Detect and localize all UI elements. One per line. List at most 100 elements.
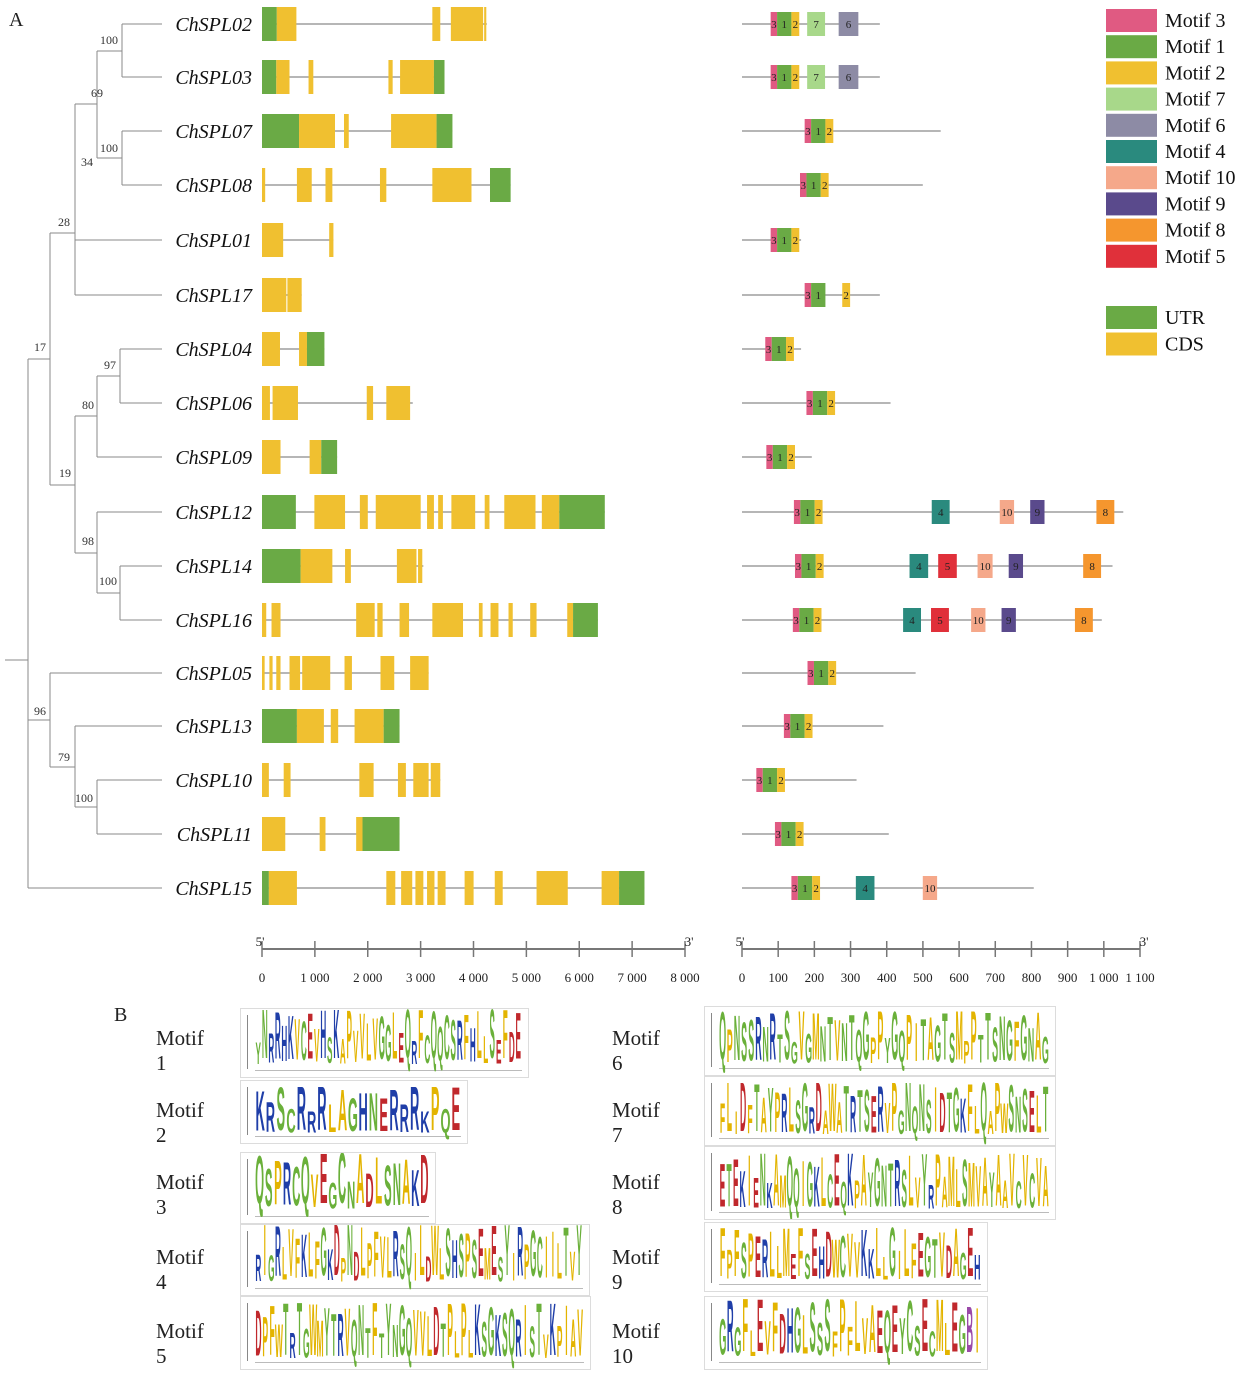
- logo-residue: E: [1028, 1076, 1035, 1146]
- motif-number: 1: [781, 72, 787, 84]
- logo-residue: P: [963, 1034, 970, 1071]
- motif-box: [828, 661, 837, 685]
- logo-residue: N: [999, 1006, 1006, 1075]
- logo-residue: I: [734, 1104, 738, 1142]
- logo-residue: T: [536, 1296, 542, 1370]
- logo-residue: Y: [899, 1309, 906, 1365]
- logo-residue: Y: [324, 1296, 330, 1370]
- logo-residue: P: [460, 1296, 467, 1370]
- logo-residue: T: [978, 1026, 984, 1072]
- logo-residue: P: [994, 1076, 1001, 1146]
- logo-residue: R: [296, 1080, 306, 1144]
- logo-residue: G: [1005, 1009, 1013, 1074]
- logo-residue: E: [967, 1222, 974, 1292]
- logo-residue: S: [450, 1010, 456, 1074]
- motif-box: [922, 876, 938, 900]
- motif-box: [820, 173, 829, 197]
- cds-block: [356, 603, 375, 637]
- logo-residue: T: [726, 1148, 732, 1220]
- logo-residue: L: [439, 1240, 445, 1291]
- logo-residue: N: [346, 1224, 353, 1293]
- logo-residue: F: [502, 1008, 508, 1075]
- logo-residue: V: [834, 1008, 841, 1074]
- legend-swatch: [1106, 244, 1157, 268]
- logo-residue: W: [274, 1313, 283, 1369]
- logo-residue: C: [1029, 1161, 1036, 1220]
- logo-residue: F: [269, 1296, 275, 1370]
- logo-residue: G: [952, 1076, 960, 1146]
- motif-number: 3: [775, 829, 781, 841]
- logo-residue: M: [484, 1240, 491, 1291]
- logo-residue: D: [779, 1304, 786, 1366]
- logo-residue: F: [1013, 1010, 1020, 1074]
- logo-residue: R: [755, 1006, 762, 1075]
- logo-residue: G: [891, 1006, 899, 1075]
- logo-residue: P: [935, 1146, 941, 1220]
- motif-number: 2: [828, 398, 834, 410]
- logo-residue: K: [549, 1296, 556, 1370]
- cds-block: [276, 656, 281, 690]
- logo-baseline: [719, 1362, 981, 1363]
- logo-residue: G: [790, 1035, 798, 1071]
- motif-number: 5: [937, 615, 943, 627]
- cds-block: [432, 7, 441, 41]
- bootstrap-value: 28: [58, 215, 70, 229]
- motif-box: [838, 65, 859, 89]
- logo-residue: Q: [898, 1021, 906, 1073]
- motif-box: [811, 119, 826, 143]
- logo-residue: G: [959, 1244, 967, 1288]
- logo-residue: G: [888, 1222, 896, 1292]
- utr-block: [433, 60, 445, 94]
- logo-residue: F: [373, 1224, 379, 1292]
- logo-residue: G: [378, 1008, 385, 1074]
- logo-residue: V: [798, 1006, 805, 1075]
- logo-residue: L: [820, 1146, 826, 1220]
- gene-axis-tick-label: 7 000: [618, 970, 647, 985]
- motif-number: 3: [805, 290, 811, 302]
- motif-axis-tick-label: 800: [1022, 970, 1042, 985]
- cds-block: [396, 549, 417, 583]
- logo-residue: L: [426, 1302, 433, 1370]
- logo-residue: P: [340, 1252, 347, 1290]
- motif-number: 3: [771, 235, 777, 247]
- logo-residue: T: [1042, 1076, 1049, 1146]
- logo-residue: P: [556, 1316, 563, 1368]
- cds-block: [427, 495, 434, 529]
- utr-block: [619, 871, 645, 905]
- logo-residue: S: [276, 1080, 286, 1144]
- utr-block: [262, 709, 297, 743]
- logo-residue: C: [906, 1296, 914, 1367]
- cds-block: [262, 763, 269, 797]
- cds-block: [276, 60, 290, 94]
- motif-box: [938, 554, 957, 578]
- logo-residue: V: [569, 1244, 576, 1291]
- motif-box: [815, 554, 824, 578]
- logo-residue: L: [392, 1008, 398, 1075]
- logo-residue: N: [762, 1016, 769, 1073]
- logo-residue: A: [401, 1153, 411, 1222]
- logo-y-axis: [247, 1159, 248, 1215]
- motif-box: [766, 445, 773, 469]
- logo-residue: M: [782, 1222, 790, 1292]
- logo-residue: S: [925, 1088, 932, 1145]
- logo-y-axis: [711, 1083, 712, 1137]
- logo-residue: G: [487, 1296, 495, 1370]
- logo-residue: A: [1002, 1170, 1009, 1218]
- bootstrap-value: 100: [99, 574, 117, 588]
- logo-residue: A: [860, 1146, 867, 1220]
- logo-residue: L: [944, 1314, 951, 1365]
- cds-block: [377, 603, 383, 637]
- logo-residue: E: [307, 1008, 313, 1075]
- logo-residue: L: [308, 1224, 314, 1292]
- cds-block: [299, 114, 336, 148]
- logo-residue: V: [846, 1222, 853, 1291]
- logo-residue: I: [524, 1296, 527, 1370]
- cds-block: [484, 495, 490, 529]
- logo-residue: P: [870, 1030, 877, 1072]
- logo-residue: E: [917, 1222, 924, 1291]
- bootstrap-value: 19: [59, 466, 71, 480]
- cds-block: [478, 603, 483, 637]
- logo-residue: P: [747, 1222, 754, 1291]
- bootstrap-value: 80: [82, 398, 94, 412]
- logo-residue: S: [992, 1017, 999, 1073]
